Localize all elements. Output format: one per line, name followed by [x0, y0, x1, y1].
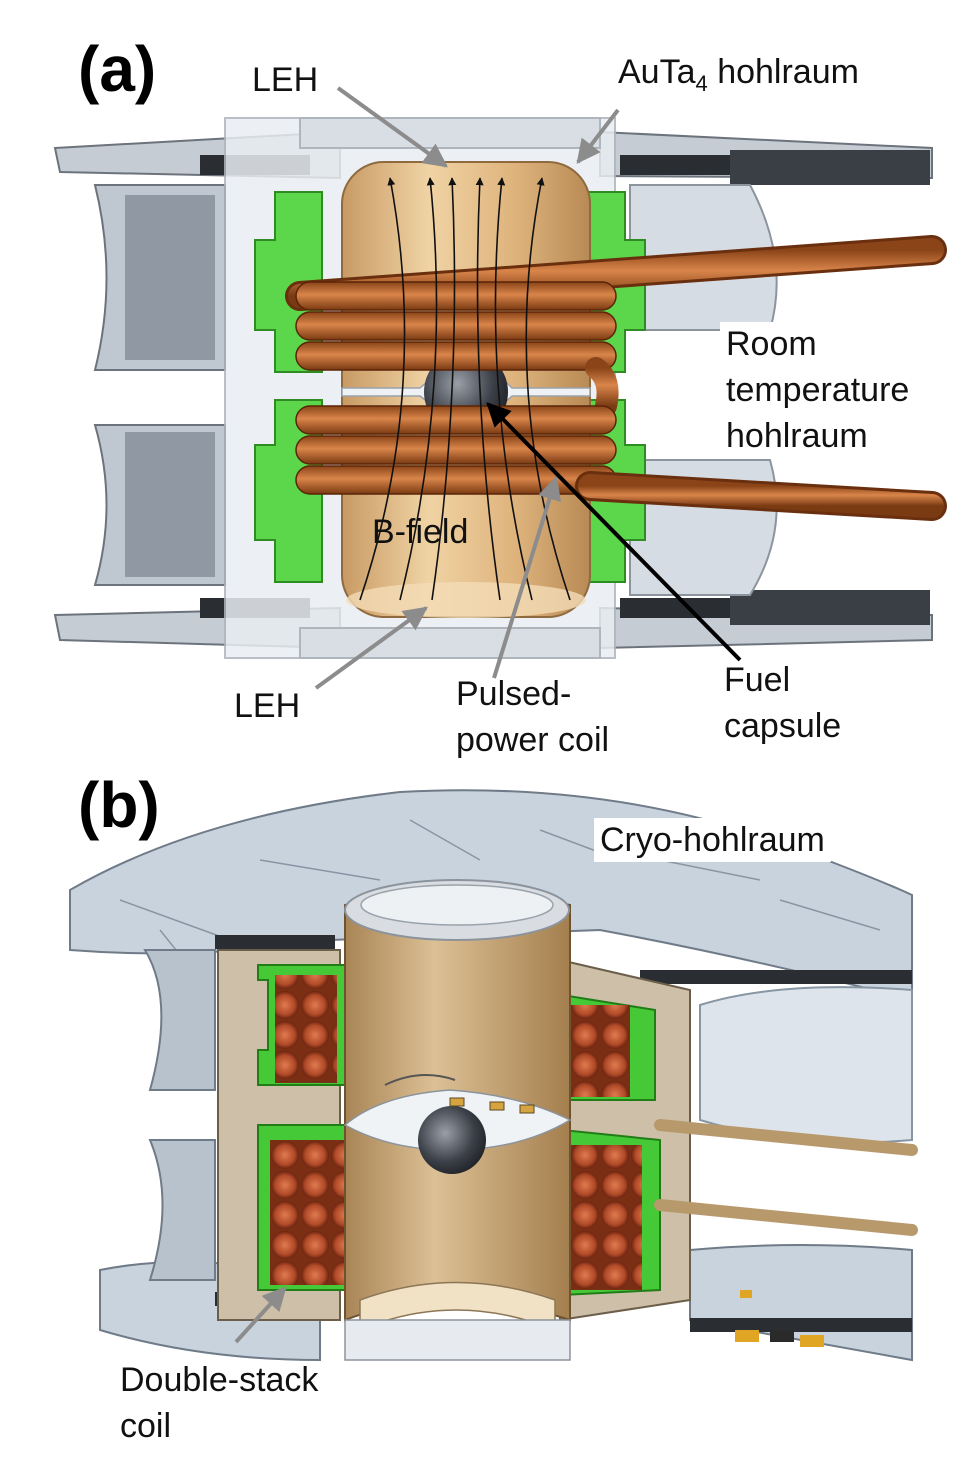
panel-b-letter: (b) [78, 769, 160, 841]
b-field-lines [359, 177, 571, 601]
auta4-hohlraum-label: AuTa4 hohlraum [618, 50, 859, 106]
panel-a-letter: (a) [78, 33, 157, 105]
double-stack-coil-arrow [234, 1286, 287, 1344]
cryo-hohlraum-label: Cryo-hohlraum [594, 818, 831, 862]
auta4-suffix: hohlraum [707, 53, 859, 91]
double-stack-line-1: Double-stack [120, 1361, 319, 1399]
b-field-label: B-field [372, 513, 469, 551]
panel-b-diagram [69, 789, 918, 1362]
panel-a-diagram [53, 86, 947, 690]
pulsed-coil-line-2: power coil [456, 721, 610, 759]
double-stack-coil [270, 975, 642, 1290]
auta4-prefix: AuTa [618, 53, 696, 91]
leh-top-label: LEH [252, 61, 319, 99]
pulsed-power-coil [285, 235, 947, 521]
pulsed-coil-line-1: Pulsed- [456, 675, 572, 713]
left-housing [93, 184, 226, 586]
room-temp-line-2: temperature [720, 368, 916, 412]
auta4-subscript: 4 [695, 70, 708, 96]
cryo-fuel-capsule [418, 1106, 486, 1174]
fuel-capsule-line-2: capsule [724, 707, 842, 745]
callout-arrows-a [314, 86, 742, 690]
leh-bottom-label: LEH [234, 687, 301, 725]
room-temp-line-3: hohlraum [720, 414, 874, 458]
room-temp-line-1: Room [720, 322, 823, 366]
double-stack-line-2: coil [120, 1407, 172, 1445]
fuel-capsule-line-1: Fuel [724, 661, 791, 699]
